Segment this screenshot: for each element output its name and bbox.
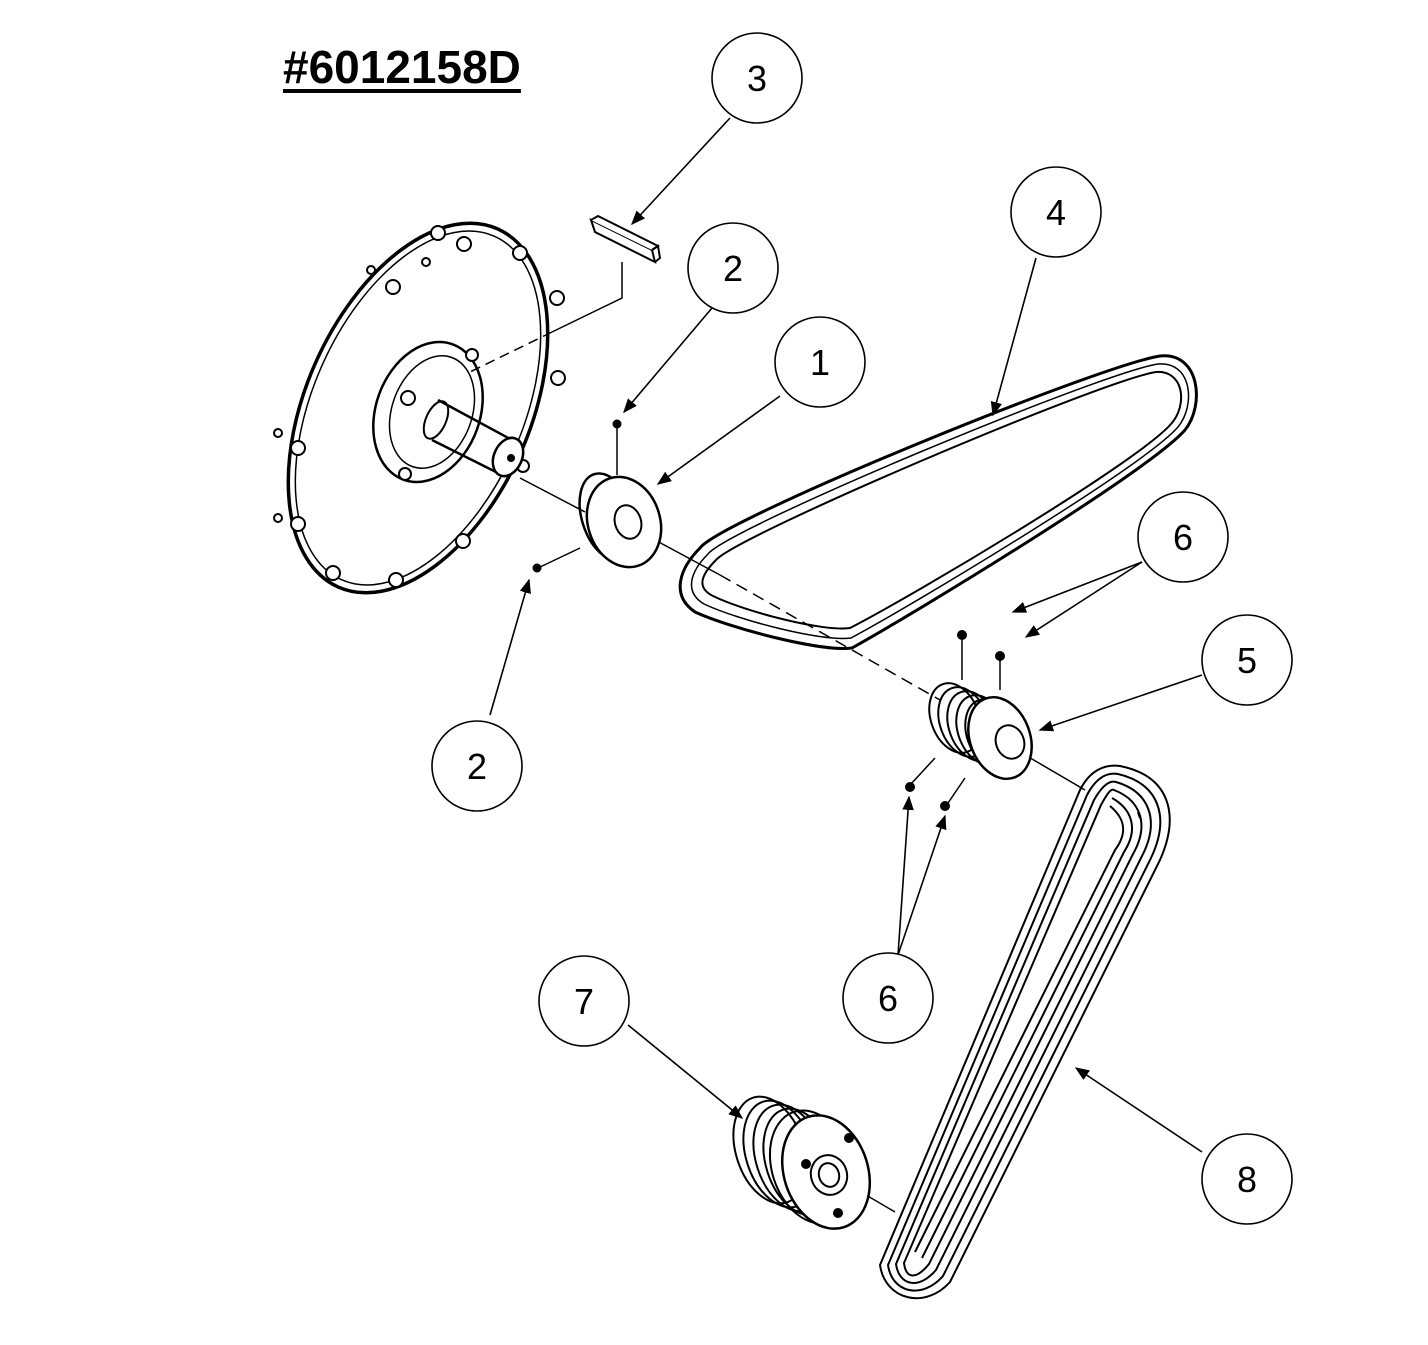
set-screws <box>532 419 1005 811</box>
svg-text:2: 2 <box>723 248 743 289</box>
key-part <box>589 214 662 264</box>
callout-8: 8 <box>1201 1133 1293 1225</box>
callout-7: 7 <box>538 955 630 1047</box>
callout-6-lower: 6 <box>842 952 934 1044</box>
collar-part <box>578 472 663 569</box>
belt-part-8 <box>878 764 1171 1300</box>
svg-text:4: 4 <box>1046 192 1066 233</box>
callout-1: 1 <box>774 316 866 408</box>
svg-text:2: 2 <box>467 746 487 787</box>
svg-text:7: 7 <box>574 981 594 1022</box>
callout-2-upper: 2 <box>687 222 779 314</box>
part-number-title: #6012158D <box>283 41 521 93</box>
svg-text:6: 6 <box>1173 517 1193 558</box>
svg-text:3: 3 <box>747 58 767 99</box>
leader-lines <box>489 117 1203 1153</box>
callout-3: 3 <box>711 32 803 124</box>
flange-plate <box>273 221 566 595</box>
callout-balloons: 1 2 2 3 4 5 6 <box>431 32 1293 1225</box>
svg-text:6: 6 <box>878 978 898 1019</box>
svg-text:5: 5 <box>1237 640 1257 681</box>
callout-4: 4 <box>1010 166 1102 258</box>
callout-5: 5 <box>1201 614 1293 706</box>
belt-part-4 <box>678 354 1198 650</box>
svg-text:1: 1 <box>810 342 830 383</box>
callout-2-lower: 2 <box>431 720 523 812</box>
callout-6-upper: 6 <box>1137 491 1229 583</box>
svg-text:8: 8 <box>1237 1159 1257 1200</box>
sheave-part-7 <box>732 1095 872 1230</box>
sheave-part-5 <box>928 682 1033 781</box>
